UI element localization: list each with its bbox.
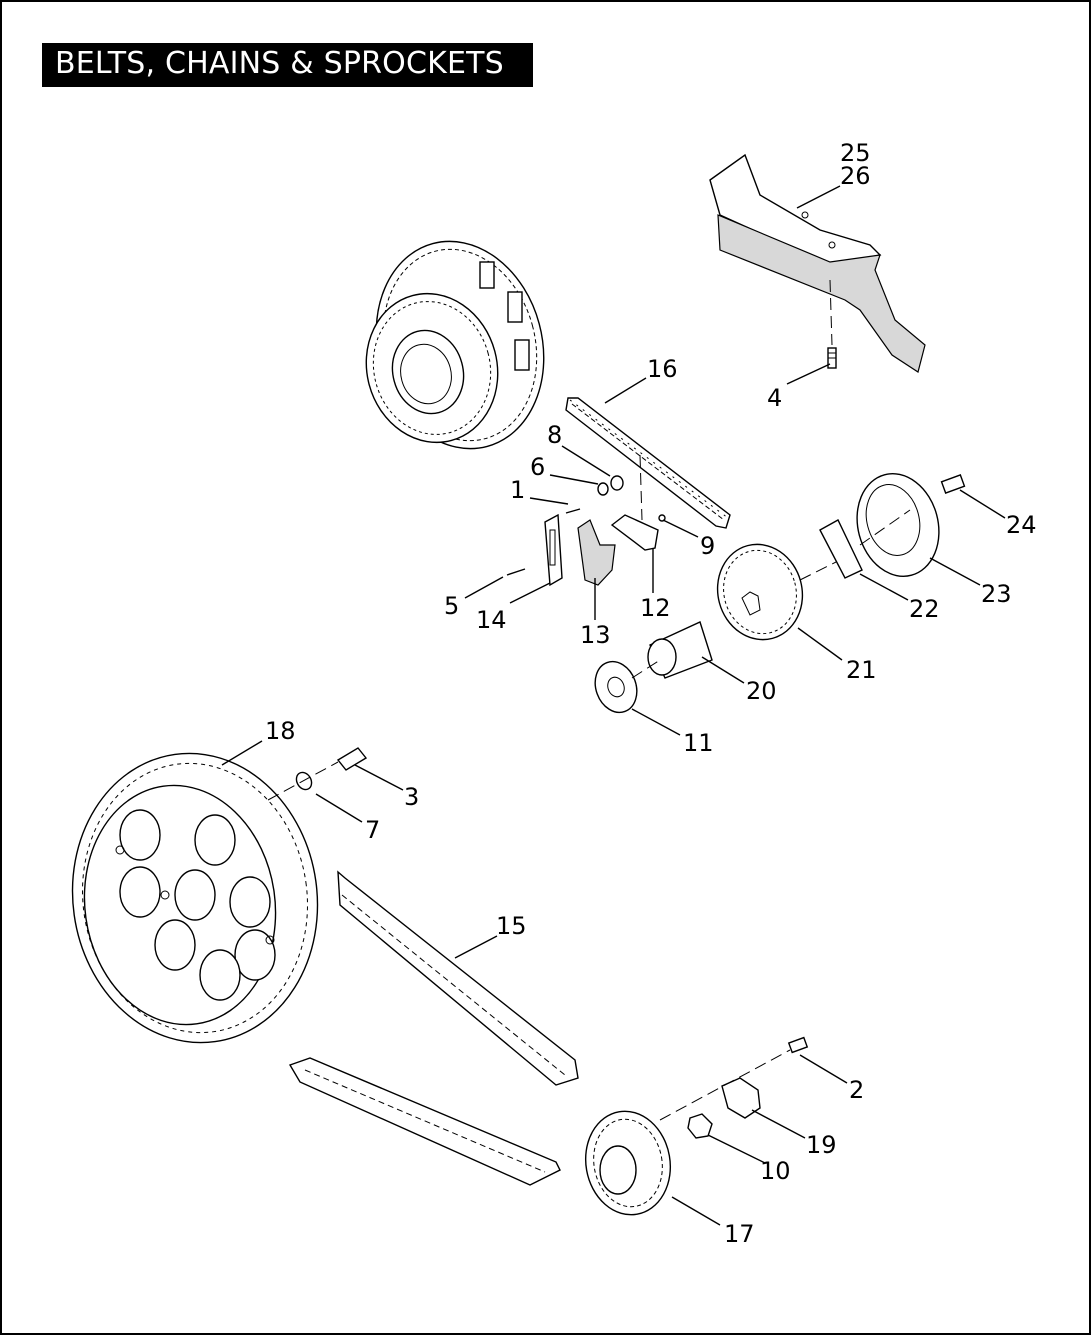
callout-11: 11: [683, 729, 714, 757]
callout-7: 7: [365, 816, 380, 844]
title-bar: BELTS, CHAINS & SPROCKETS: [42, 43, 533, 87]
callout-2: 2: [849, 1076, 864, 1104]
callout-23: 23: [981, 580, 1012, 608]
callout-24: 24: [1006, 511, 1037, 539]
callout-21: 21: [846, 656, 877, 684]
primary-chain: [565, 397, 731, 529]
callout-8: 8: [547, 421, 562, 449]
callout-20: 20: [746, 677, 777, 705]
callout-12: 12: [640, 594, 671, 622]
callout-1: 1: [510, 476, 525, 504]
chain-guard: [709, 153, 926, 373]
transmission-sprocket: [584, 1036, 809, 1216]
drive-belt: [288, 870, 579, 1186]
callout-labels: 1 2 3 4 5 6 7 8 9 10 11 12 13 14 15 16 1…: [265, 139, 1037, 1248]
leader-lines: [221, 185, 1006, 1226]
callout-10: 10: [760, 1157, 791, 1185]
callout-16: 16: [647, 355, 678, 383]
bolt-4: [827, 347, 837, 369]
callout-13: 13: [580, 621, 611, 649]
chain-tensioner: [506, 454, 666, 587]
callout-26: 26: [840, 162, 871, 190]
callout-9: 9: [700, 532, 715, 560]
callout-6: 6: [530, 453, 545, 481]
callout-18: 18: [265, 717, 296, 745]
page-title: BELTS, CHAINS & SPROCKETS: [55, 46, 504, 81]
alternator-rotor: [819, 473, 966, 579]
clutch-shell: [365, 240, 545, 450]
callout-14: 14: [476, 606, 507, 634]
callout-22: 22: [909, 595, 940, 623]
callout-5: 5: [444, 592, 459, 620]
callout-19: 19: [806, 1131, 837, 1159]
rear-sprocket: [71, 747, 368, 1044]
callout-25: 25: [840, 139, 871, 167]
engine-sprocket: [594, 543, 841, 714]
callout-4: 4: [767, 384, 782, 412]
callout-15: 15: [496, 912, 527, 940]
callout-3: 3: [404, 783, 419, 811]
callout-17: 17: [724, 1220, 755, 1248]
